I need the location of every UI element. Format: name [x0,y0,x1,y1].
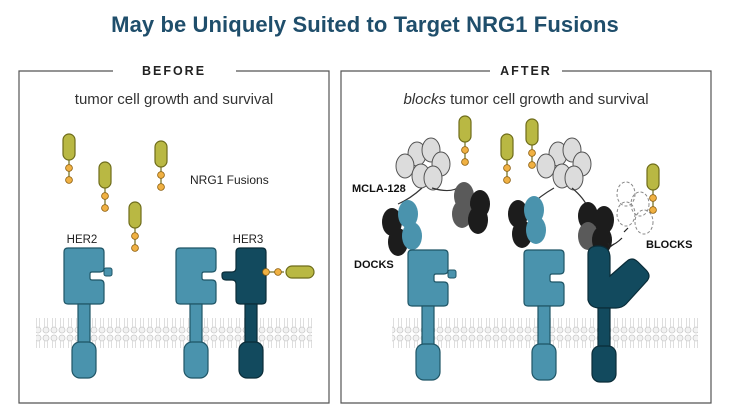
after-frame [340,70,712,404]
before-header: BEFORE [142,64,206,78]
nrg1-fusions-label: NRG1 Fusions [190,173,269,187]
mcla-128-label: MCLA-128 [352,183,406,195]
nrg1-ligand [525,118,539,169]
after-svg: AFTER blocks tumor cell growth and survi… [340,64,712,404]
nrg1-ligand [500,133,514,184]
nrg1-ligand [458,115,472,166]
after-header: AFTER [500,64,552,78]
nrg1-ligand [128,201,142,252]
nrg1-ligand [154,140,168,191]
after-subtitle: blocks tumor cell growth and survival [403,91,648,108]
page-title: May be Uniquely Suited to Target NRG1 Fu… [111,12,619,37]
nrg1-ligand [98,161,112,212]
after-panel: AFTER blocks tumor cell growth and survi… [340,64,712,404]
after-subtitle-emphasis: blocks [403,91,446,108]
her3-receptor [221,247,267,379]
her2-receptor [407,249,457,381]
before-panel: BEFORE tumor cell growth and survival [18,64,330,404]
nrg1-ligand-bound [262,265,315,279]
before-svg: BEFORE tumor cell growth and survival [18,64,330,404]
after-subtitle-rest: tumor cell growth and survival [446,91,649,108]
before-frame [18,70,330,404]
her2-label: HER2 [67,234,98,246]
blocks-label: BLOCKS [646,239,692,251]
her2-receptor [523,249,565,381]
docks-label: DOCKS [354,259,394,271]
nrg1-ligand [62,133,76,184]
her3-label: HER3 [233,234,264,246]
her2-receptor [175,247,217,379]
her3-receptor [587,245,650,383]
before-subtitle: tumor cell growth and survival [75,91,273,108]
mcla-128-antibody [382,137,490,256]
nrg1-ligand [646,163,660,214]
her2-receptor [63,247,113,379]
